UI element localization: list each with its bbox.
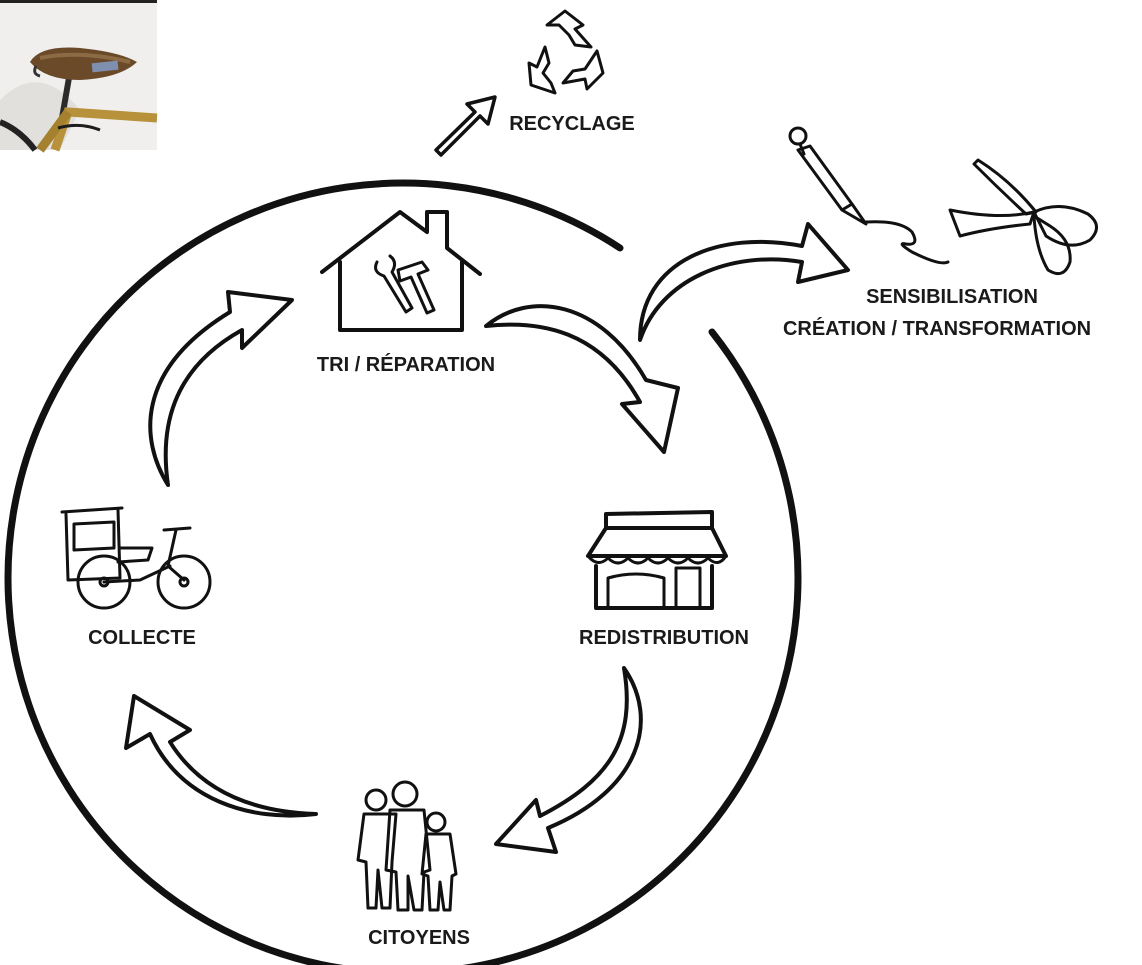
pen-and-scissors-icon — [788, 126, 1098, 276]
collecte-label: COLLECTE — [88, 627, 196, 649]
redistribution-label: REDISTRIBUTION — [579, 627, 749, 649]
arrow-redistribution-to-citoyens — [494, 666, 643, 854]
arrow-collecte-to-tri — [148, 290, 294, 487]
workshop-house-icon — [320, 210, 482, 332]
cycle-circle — [4, 179, 802, 965]
sensibilisation-label: SENSIBILISATION — [866, 286, 1038, 308]
pen-icon — [788, 126, 950, 265]
cargo-bike-icon — [60, 506, 212, 610]
tri-reparation-label: TRI / RÉPARATION — [317, 353, 495, 376]
recyclage-label: RECYCLAGE — [509, 113, 635, 135]
arrow-to-sensibilisation — [638, 222, 850, 342]
scissors-icon — [948, 158, 1098, 276]
shop-icon — [586, 510, 728, 610]
creation-transformation-label: CRÉATION / TRANSFORMATION — [783, 317, 1091, 340]
arrow-citoyens-to-collecte — [124, 694, 318, 818]
recyclage-arrow — [434, 95, 497, 157]
bicycle-saddle-photo — [0, 0, 158, 153]
citoyens-label: CITOYENS — [368, 927, 470, 949]
people-icon — [356, 780, 458, 912]
arrow-tri-to-redistribution — [484, 304, 680, 454]
recycle-icon — [527, 9, 605, 95]
